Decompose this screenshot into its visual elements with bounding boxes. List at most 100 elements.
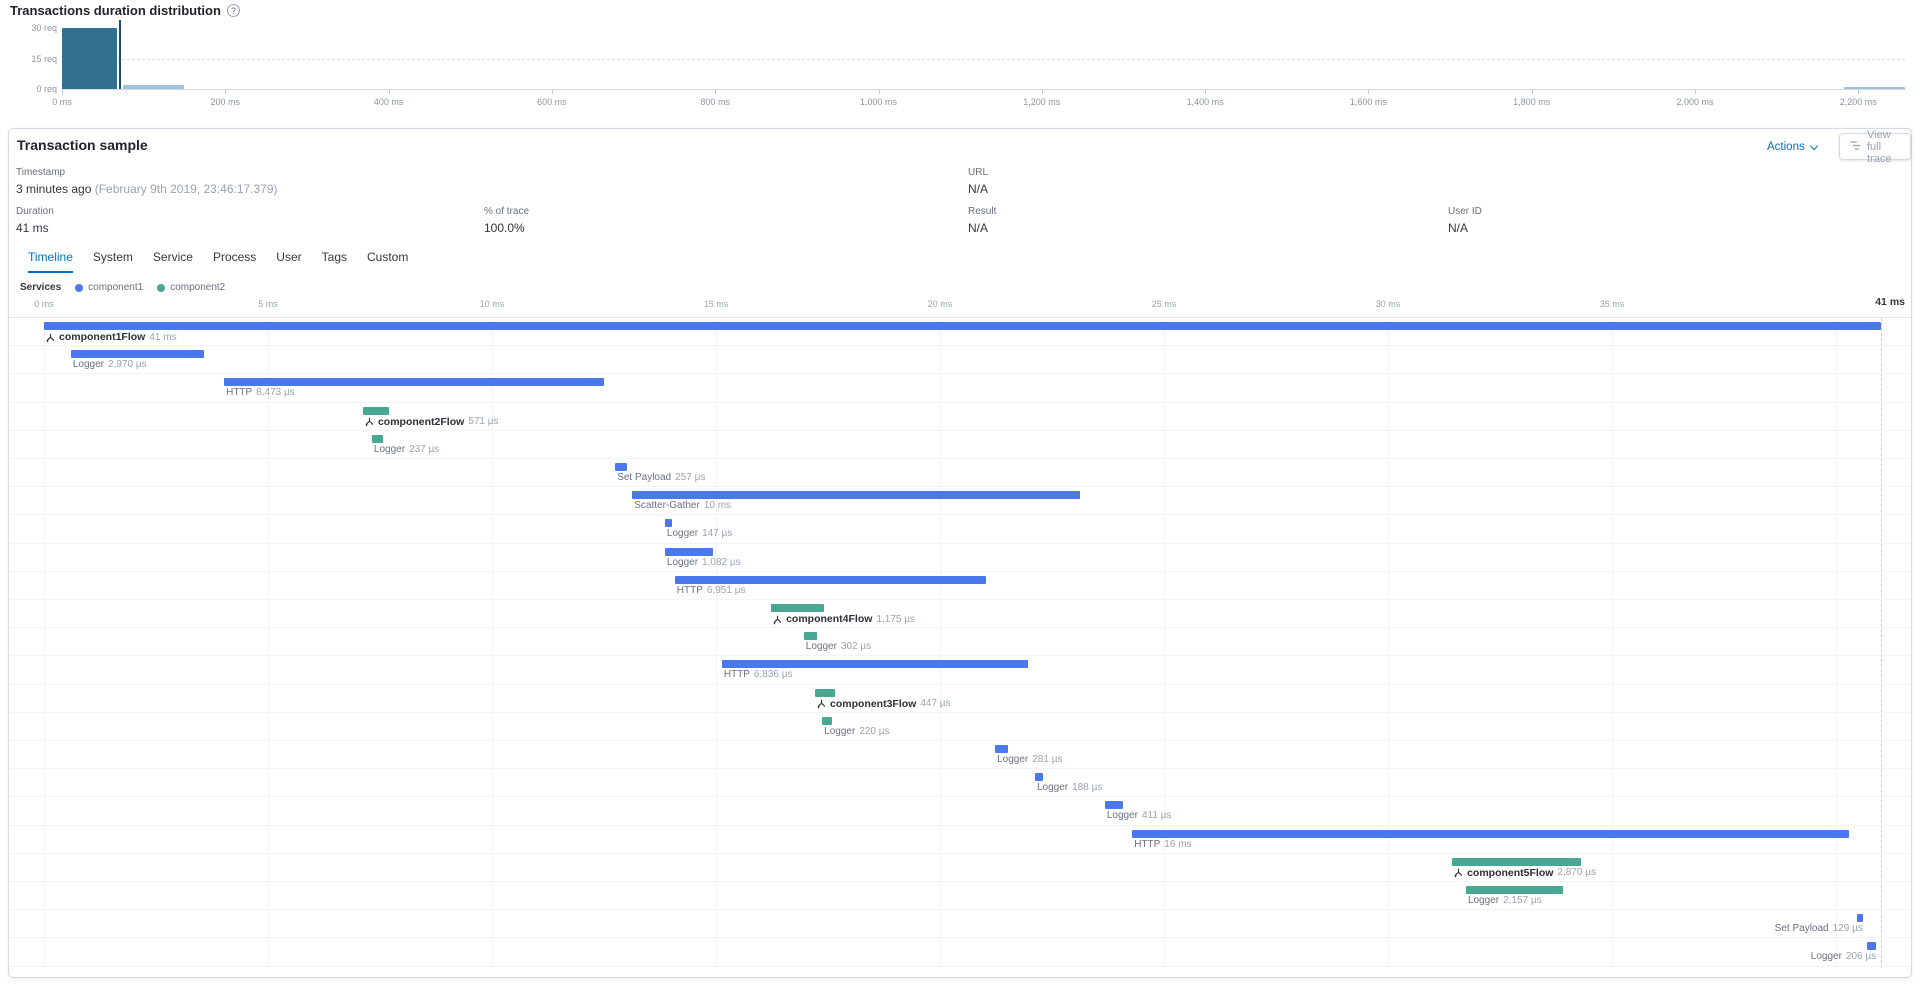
span-bar[interactable] [1857, 914, 1863, 923]
tab-timeline[interactable]: Timeline [28, 250, 73, 273]
span-bar[interactable] [822, 716, 833, 725]
timeline-gridline [1836, 318, 1837, 968]
span-bar[interactable] [1452, 857, 1581, 866]
span-bar[interactable] [44, 322, 1881, 330]
tab-system[interactable]: System [92, 250, 133, 264]
timeline-tick-label: 35 ms [1599, 299, 1625, 309]
span-bar[interactable] [224, 378, 604, 387]
x-tick-label: 600 ms [537, 97, 567, 107]
histogram-bar[interactable] [1843, 86, 1905, 89]
timeline-end-label: 41 ms [1875, 296, 1905, 308]
span-duration: 1,175 µs [876, 613, 916, 625]
span-bar[interactable] [362, 406, 389, 415]
span-bar[interactable] [1465, 886, 1563, 894]
span-name: HTTP [1134, 838, 1161, 850]
y-axis-label: 15 req [31, 53, 57, 64]
span-bar[interactable] [721, 660, 1029, 669]
span-bar[interactable] [664, 547, 714, 556]
tab-tags[interactable]: Tags [321, 250, 347, 264]
span-bar[interactable] [632, 491, 1081, 500]
span-bar[interactable] [664, 519, 672, 528]
span-bar[interactable] [815, 688, 836, 697]
span-name: HTTP [226, 387, 253, 399]
span-name: HTTP [723, 669, 750, 681]
chevron-down-icon [1809, 141, 1818, 150]
span-bar[interactable] [1104, 801, 1124, 810]
span-name: Logger [1467, 895, 1500, 906]
span-bar[interactable] [615, 463, 627, 471]
span-duration: 10 ms [703, 500, 732, 512]
histogram-bar[interactable] [62, 28, 117, 89]
span-bar[interactable] [803, 632, 818, 641]
tab-process[interactable]: Process [212, 250, 257, 264]
span-name: Set Payload [617, 472, 672, 483]
span-bar[interactable] [1866, 942, 1877, 951]
span-bar[interactable] [674, 575, 987, 584]
span-bar[interactable] [995, 745, 1008, 753]
span-duration: 447 µs [920, 698, 951, 710]
view-full-trace-button[interactable]: View full trace [1839, 129, 1911, 165]
field-url: URL N/A [968, 167, 988, 196]
timeline-gridline [1388, 318, 1389, 968]
span-bar[interactable] [1132, 829, 1849, 838]
span-bar[interactable] [1034, 773, 1044, 782]
timeline-tick-label: 15 ms [703, 299, 729, 309]
tab-service[interactable]: Service [152, 250, 193, 264]
trace-end-line [1880, 318, 1882, 968]
x-axis-line [62, 89, 1905, 90]
timeline-gridline [940, 318, 941, 968]
actions-menu-button[interactable]: Actions [1767, 141, 1818, 153]
view-full-trace-label: View full trace [1867, 128, 1892, 165]
timeline-tick-label: 0 ms [34, 299, 54, 309]
sample-title: Transaction sample [17, 137, 148, 153]
span-bar[interactable] [371, 434, 383, 443]
span-name: Logger [1810, 951, 1842, 963]
histogram-bar[interactable] [123, 84, 185, 89]
legend-label: component2 [170, 282, 226, 293]
span-duration: 257 µs [675, 472, 706, 483]
tab-user[interactable]: User [276, 250, 302, 264]
span-duration: 2,970 µs [108, 359, 147, 371]
span-duration: 129 µs [1832, 923, 1863, 935]
span-duration: 206 µs [1845, 951, 1877, 963]
x-tick-label: 1,000 ms [859, 97, 898, 107]
span-name: component2Flow [377, 415, 465, 428]
help-icon[interactable]: ? [226, 4, 240, 17]
tab-custom[interactable]: Custom [367, 250, 409, 264]
span-bar[interactable] [771, 604, 824, 612]
span-bar[interactable] [70, 350, 204, 359]
